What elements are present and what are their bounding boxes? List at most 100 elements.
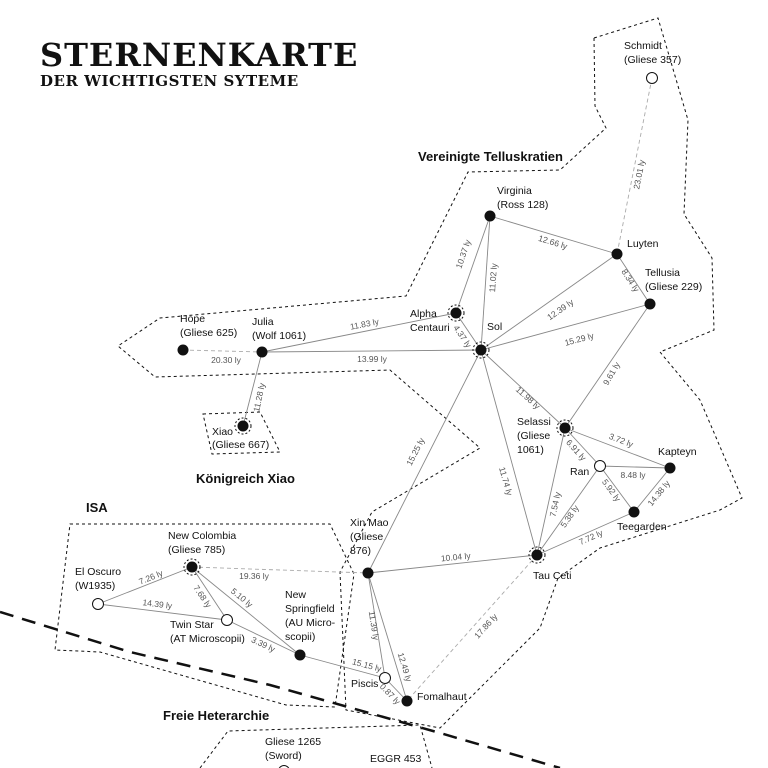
link-julia-xiao [242, 351, 263, 427]
label-springfield-1: New [285, 589, 306, 601]
label-eggr453-1: EGGR 453 [370, 753, 422, 765]
link-kapteyn-teegarden [633, 467, 671, 513]
dist-hope-julia: 20.30 ly [211, 355, 242, 365]
label-selassi-2: (Gliese [517, 430, 550, 442]
star-taueti[interactable] [531, 549, 543, 561]
star-eloscuro[interactable] [92, 598, 104, 610]
star-luyten[interactable] [611, 248, 623, 260]
dist-ran-kapteyn: 8.48 ly [620, 470, 646, 480]
link-julia-sol [261, 349, 482, 353]
link-newcolombia-eloscuro [97, 566, 193, 605]
link-taueti-fomalhaut [406, 554, 538, 702]
dist-ran-taueti: 5.38 ly [558, 503, 581, 530]
link-alpha-julia [261, 312, 457, 353]
star-ran[interactable] [594, 460, 606, 472]
star-tellusia[interactable] [644, 298, 656, 310]
link-xinmao-piscis [367, 572, 386, 679]
star-alpha[interactable] [450, 307, 462, 319]
region-telluskratien: Vereinigte Telluskratien [418, 149, 563, 164]
link-selassi-ran [564, 427, 601, 467]
dist-selassi-taueti: 7.54 ly [548, 490, 563, 517]
label-springfield-3: (AU Micro- [285, 617, 336, 629]
link-teegarden-taueti [536, 511, 635, 556]
label-taueti-1: Tau Ceti [533, 570, 572, 582]
star-springfield[interactable] [294, 649, 306, 661]
star-teegarden[interactable] [628, 506, 640, 518]
dist-virginia-luyten: 12.66 ly [537, 233, 569, 251]
map-title: STERNENKARTE [40, 36, 359, 74]
label-xinmao-2: (Gliese [350, 531, 383, 543]
dist-xinmao-taueti: 10.04 ly [440, 550, 471, 563]
link-newcolombia-xinmao [191, 566, 369, 574]
dist-selassi-kapteyn: 3.72 ly [608, 431, 636, 450]
link-sol-selassi [480, 349, 566, 429]
dist-sol-taueti: 11.74 ly [497, 466, 515, 497]
map-subtitle: DER WICHTIGSTEN SYTEME [40, 72, 299, 90]
star-twinstar[interactable] [221, 614, 233, 626]
label-virginia-1: Virginia [497, 185, 532, 197]
region-heterarchie: Freie Heterarchie [163, 708, 269, 723]
dist-taueti-fomalhaut: 17.86 ly [472, 611, 500, 640]
dist-teegarden-taueti: 7.72 ly [577, 527, 605, 547]
label-alpha-2: Centauri [410, 322, 450, 334]
label-ran-1: Ran [570, 466, 589, 478]
dist-luyten-tellusia: 8.34 ly [620, 267, 642, 294]
star-fomalhaut[interactable] [401, 695, 413, 707]
link-selassi-kapteyn [564, 427, 671, 469]
star-taueti-ring [528, 546, 546, 564]
link-tellusia-kapteyn [564, 303, 651, 429]
star-alpha-ring [447, 304, 465, 322]
link-ran-teegarden [599, 465, 635, 513]
dist-tellusia-kapteyn: 9.61 ly [601, 360, 623, 387]
link-schmidt-luyten [616, 77, 653, 255]
label-eloscuro-2: (W1935) [75, 580, 115, 592]
link-sol-taueti [480, 349, 538, 556]
label-fomalhaut-1: Fomalhaut [417, 691, 467, 703]
star-julia[interactable] [256, 346, 268, 358]
label-virginia-2: (Ross 128) [497, 199, 548, 211]
label-julia-2: (Wolf 1061) [252, 330, 306, 342]
star-piscis[interactable] [379, 672, 391, 684]
label-xinmao-3: 876) [350, 545, 371, 557]
dist-xinmao-fomalhaut: 12.49 ly [396, 651, 414, 683]
dist-virginia-alpha: 10.37 ly [454, 238, 473, 270]
link-alpha-sol [455, 312, 482, 351]
dist-tellusia-sol: 15.29 ly [564, 330, 596, 348]
link-eloscuro-twinstar [97, 603, 228, 621]
star-gliese1265[interactable] [278, 765, 290, 768]
star-selassi-ring [556, 419, 574, 437]
label-twinstar-2: (AT Microscopii) [170, 633, 245, 645]
label-eloscuro-1: El Oscuro [75, 566, 121, 578]
link-newcolombia-springfield [191, 566, 301, 656]
link-ran-kapteyn [599, 465, 671, 469]
star-virginia[interactable] [484, 210, 496, 222]
links [97, 77, 671, 702]
label-hope-2: (Gliese 625) [180, 327, 237, 339]
dist-eloscuro-twinstar: 14.39 ly [142, 597, 174, 611]
label-selassi-3: 1061) [517, 444, 544, 456]
label-gliese1265-1: Gliese 1265 [265, 736, 321, 748]
link-hope-julia [182, 349, 263, 353]
stars [92, 72, 676, 768]
star-newcolombia[interactable] [186, 561, 198, 573]
dist-newcolombia-twinstar: 7.68 ly [191, 583, 214, 610]
star-hope[interactable] [177, 344, 189, 356]
link-luyten-tellusia [616, 253, 651, 305]
border-xiao [202, 411, 281, 455]
dist-sol-selassi: 11.98 ly [514, 384, 543, 411]
label-schmidt-1: Schmidt [624, 40, 662, 52]
star-xiao[interactable] [237, 420, 249, 432]
border-telluskratien [117, 17, 743, 729]
label-alpha-1: Alpha [410, 308, 437, 320]
link-ran-taueti [536, 465, 601, 556]
label-piscis-1: Piscis [351, 678, 378, 690]
dist-newcolombia-springfield: 5.10 ly [229, 586, 255, 610]
star-sol[interactable] [475, 344, 487, 356]
label-twinstar-1: Twin Star [170, 619, 214, 631]
star-kapteyn[interactable] [664, 462, 676, 474]
border-heterarchie [199, 724, 433, 768]
star-xinmao[interactable] [362, 567, 374, 579]
label-teegarden-1: Teegarden [617, 521, 667, 533]
star-selassi[interactable] [559, 422, 571, 434]
star-schmidt[interactable] [646, 72, 658, 84]
